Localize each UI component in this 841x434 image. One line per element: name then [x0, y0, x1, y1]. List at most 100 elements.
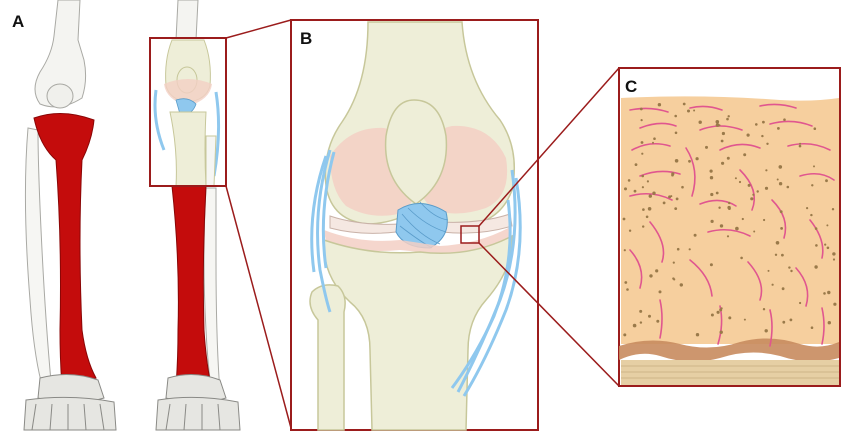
chondrocyte-dot [642, 186, 644, 188]
chondrocyte-dot [652, 192, 655, 195]
chondrocyte-dot [624, 249, 626, 251]
chondrocyte-dot [629, 230, 631, 232]
chondrocyte-dot [765, 187, 768, 190]
chondrocyte-dot [743, 153, 746, 156]
chondrocyte-dot [710, 193, 713, 196]
chondrocyte-dot [753, 231, 755, 233]
chondrocyte-dot [790, 319, 793, 322]
chondrocyte-dot [721, 307, 723, 309]
chondrocyte-dot [783, 118, 786, 121]
chondrocyte-dot [670, 195, 672, 197]
chondrocyte-dot [634, 190, 637, 193]
chondrocyte-dot [787, 186, 790, 189]
chondrocyte-dot [675, 159, 679, 163]
chondrocyte-dot [676, 198, 679, 201]
chondrocyte-dot [635, 163, 638, 166]
chondrocyte-dot [722, 132, 725, 135]
chondrocyte-dot [775, 254, 777, 256]
foot-b [156, 374, 240, 430]
chondrocyte-dot [806, 207, 808, 209]
chondrocyte-dot [814, 265, 817, 268]
chondrocyte-dot [777, 179, 779, 181]
chondrocyte-dot [757, 190, 759, 192]
chondrocyte-dot [811, 184, 813, 186]
chondrocyte-dot [717, 311, 720, 314]
chondrocyte-dot [828, 321, 831, 324]
chondrocyte-dot [656, 320, 659, 323]
chondrocyte-dot [720, 331, 723, 334]
chondrocyte-dot [628, 179, 631, 182]
chondrocyte-dot [640, 108, 643, 111]
chondrocyte-dot [658, 103, 661, 106]
chondrocyte-dot [711, 314, 714, 317]
chondrocyte-dot [779, 182, 782, 185]
fibula-a [25, 128, 52, 392]
chondrocyte-dot [624, 281, 627, 284]
chondrocyte-dot [681, 186, 684, 189]
chondrocyte-dot [674, 207, 677, 210]
chondrocyte-dot [833, 303, 836, 306]
chondrocyte-dot [721, 140, 724, 143]
chondrocyte-dot [742, 218, 744, 220]
leg-skeleton-a-icon [24, 0, 116, 430]
connector-line-bottom-b [226, 186, 291, 428]
chondrocyte-dot [735, 177, 737, 179]
chondrocyte-dot [768, 270, 770, 272]
chondrocyte-dot [744, 319, 746, 321]
chondrocyte-dot [641, 153, 643, 155]
chondrocyte-dot [763, 308, 765, 310]
panel-b-label: B [300, 29, 312, 48]
chondrocyte-dot [799, 302, 801, 304]
chondrocyte-dot [728, 316, 731, 319]
chondrocyte-dot [696, 333, 699, 336]
chondrocyte-dot [641, 119, 643, 121]
chondrocyte-dot [782, 287, 785, 290]
chondrocyte-dot [672, 277, 674, 279]
chondrocyte-dot [779, 165, 783, 169]
chondrocyte-dot [763, 219, 765, 221]
chondrocyte-dot [633, 324, 637, 328]
chondrocyte-dot [699, 121, 702, 124]
chondrocyte-dot [653, 137, 656, 140]
chondrocyte-dot [815, 227, 818, 230]
knee-small-icon [150, 38, 226, 186]
chondrocyte-dot [718, 207, 720, 209]
chondrocyte-dot [716, 120, 720, 124]
chondrocyte-dot [799, 145, 802, 148]
chondrocyte-dot [782, 321, 785, 324]
chondrocyte-dot [833, 258, 835, 260]
cartilage-section-icon [619, 96, 839, 385]
chondrocyte-dot [832, 208, 834, 210]
panel-a: A [12, 0, 116, 430]
chondrocyte-dot [677, 248, 680, 251]
chondrocyte-dot [721, 162, 724, 165]
chondrocyte-dot [747, 134, 750, 137]
chondrocyte-dot [799, 143, 801, 145]
chondrocyte-dot [641, 141, 644, 144]
foot-a [24, 374, 116, 430]
chondrocyte-dot [780, 227, 783, 230]
chondrocyte-dot [710, 170, 713, 173]
panel-a-label: A [12, 12, 24, 31]
chondrocyte-dot [711, 220, 714, 223]
chondrocyte-dot [720, 224, 723, 227]
panel-b: B [291, 20, 538, 430]
chondrocyte-dot [740, 257, 743, 260]
chondrocyte-dot [696, 157, 699, 160]
chondrocyte-dot [659, 290, 662, 293]
chondrocyte-dot [683, 103, 686, 106]
chondrocyte-dot [761, 135, 763, 137]
chondrocyte-dot [811, 326, 814, 329]
chondrocyte-dot [624, 187, 627, 190]
chondrocyte-dot [623, 218, 626, 221]
chondrocyte-dot [726, 118, 729, 121]
leg-skeleton-b-icon [150, 0, 240, 430]
chondrocyte-dot [748, 184, 751, 187]
chondrocyte-dot [626, 288, 629, 291]
chondrocyte-dot [693, 110, 695, 112]
chondrocyte-dot [716, 192, 719, 195]
chondrocyte-dot [640, 321, 642, 323]
chondrocyte-dot [655, 269, 658, 272]
chondrocyte-dot [827, 291, 830, 294]
